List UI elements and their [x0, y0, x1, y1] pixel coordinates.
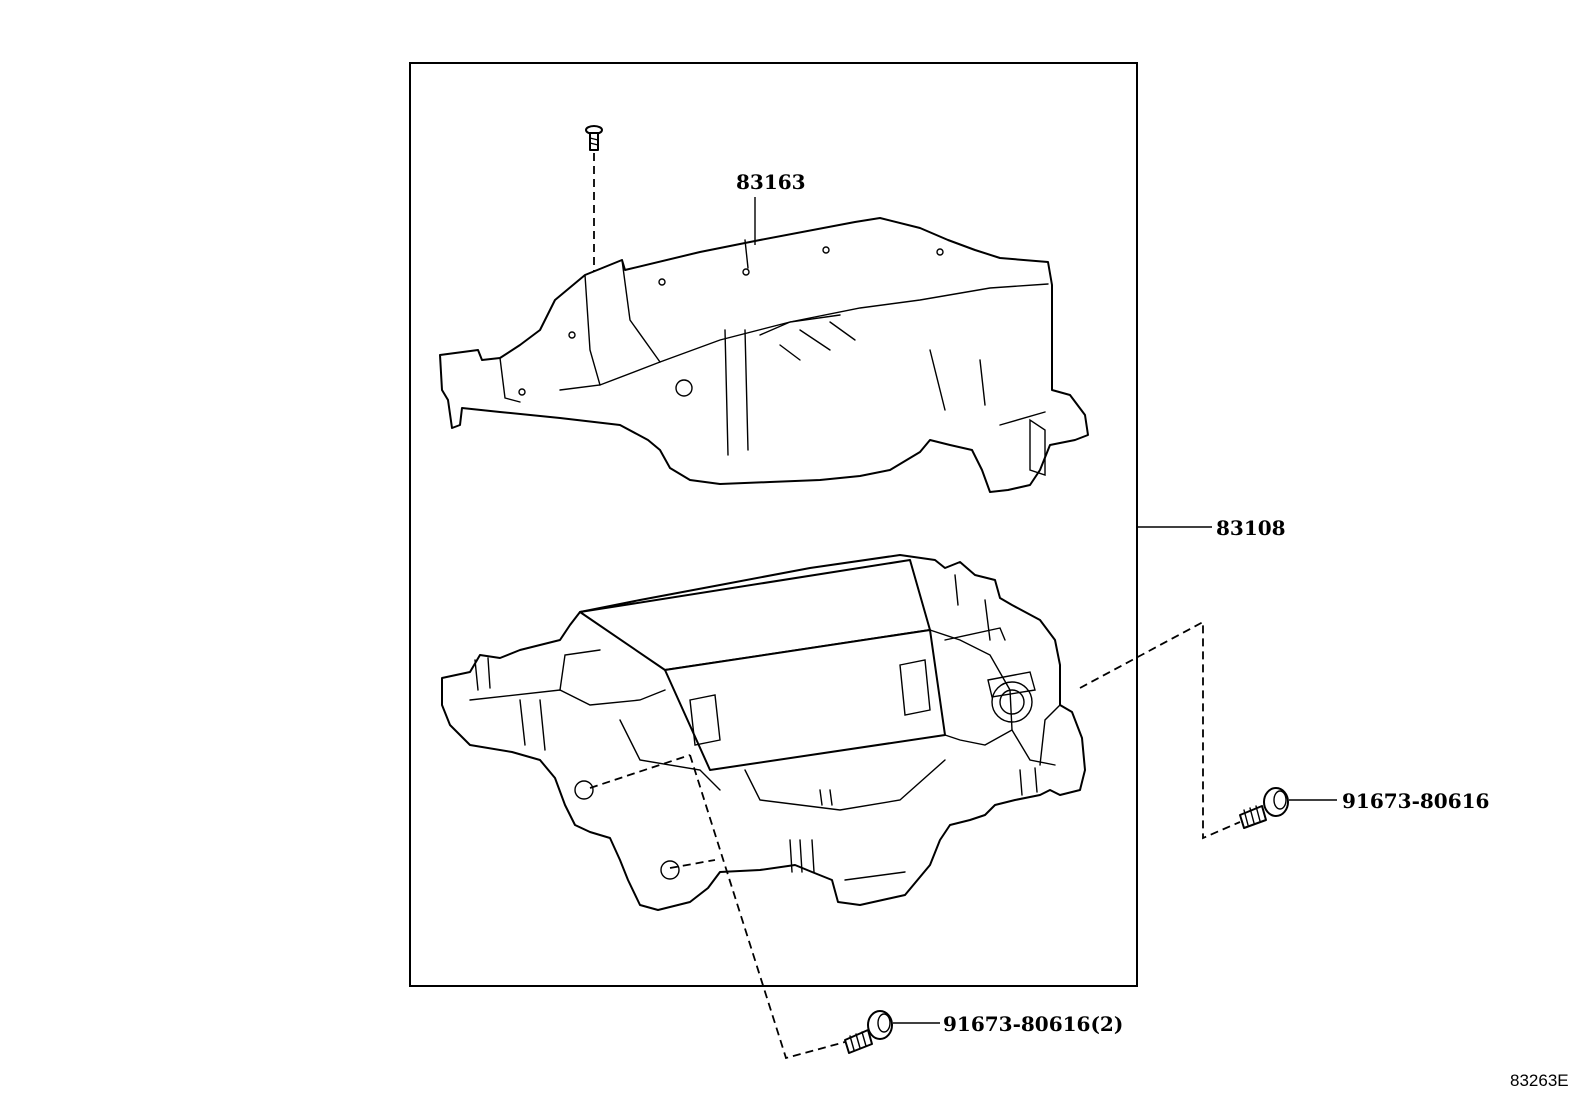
lower-assembly-part	[441, 554, 1086, 911]
callout-91673-80616-2: 91673-80616(2)	[943, 1012, 1124, 1036]
right-screw-guide	[1079, 620, 1241, 840]
callout-83108: 83108	[1216, 516, 1286, 540]
assembly-frame	[409, 62, 1138, 987]
bottom-screw-guide-c	[669, 859, 716, 869]
figure-id: 83263E	[1510, 1071, 1569, 1090]
callout-83163: 83163	[736, 170, 806, 194]
top-screw-icon	[585, 125, 603, 151]
bottom-screw-guide-a	[689, 754, 846, 1060]
callout-91673-80616: 91673-80616	[1342, 789, 1490, 813]
right-screw-icon	[1239, 787, 1289, 829]
bottom-screw-guide-b	[589, 754, 691, 789]
upper-cover-part	[439, 217, 1089, 493]
bottom-screw-icon	[844, 1010, 893, 1054]
